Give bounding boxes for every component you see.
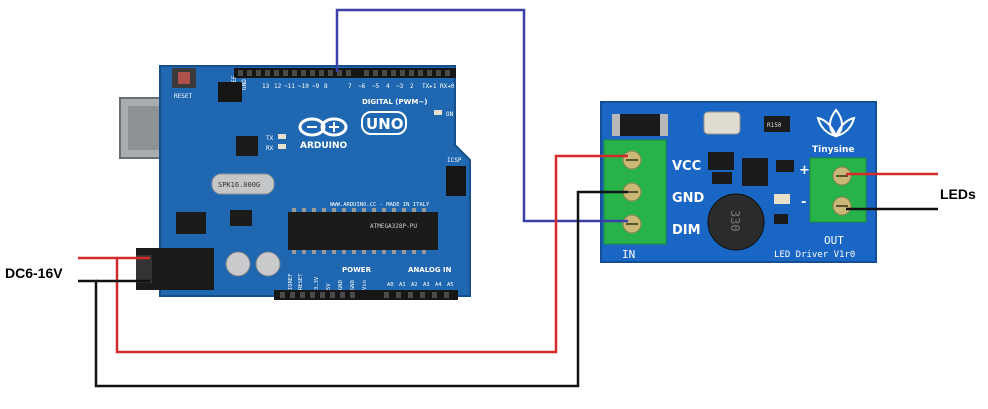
rx-label: RX [266,145,274,152]
dim-label: DIM [672,223,701,238]
url-label: WWW.ARDUINO.CC - MADE IN ITALY [330,202,430,208]
atmega-chip [288,212,438,250]
inductor [707,193,765,251]
power-analog-header [274,290,458,300]
plus-label: + [799,163,810,178]
crystal [211,173,275,195]
svg-text:~3: ~3 [396,83,404,90]
power-input-label: DC6-16V [5,265,63,281]
wire-dim-signal [335,8,628,223]
tinysine-logo [816,108,856,138]
arduino-brand: ARDUINO [300,141,348,151]
capacitor-2 [255,251,281,277]
svg-text:A3: A3 [423,282,430,288]
svg-text:RX◂0: RX◂0 [440,83,455,90]
digital-header [234,68,456,78]
driver-name: LED Driver V1r0 [774,250,855,260]
svg-text:Vin: Vin [362,280,368,290]
digital-label: DIGITAL (PWM~) [362,98,427,106]
capacitor-1 [225,251,251,277]
svg-text:TX▸1: TX▸1 [422,83,437,90]
on-label: ON [446,111,454,118]
power-pin-labels: IOREF RESET 3.3V 5V GND GND Vin A0 A1 A2… [288,273,454,290]
svg-text:13: 13 [262,83,270,90]
output-terminal-block [809,157,867,223]
svg-text:8: 8 [324,83,328,90]
tx-label: TX [266,135,274,142]
svg-text:4: 4 [386,83,390,90]
svg-text:A0: A0 [387,282,394,288]
svg-text:~5: ~5 [372,83,380,90]
out-label: OUT [824,234,844,247]
svg-text:~6: ~6 [358,83,366,90]
arduino-uno-board: RESET AREF GND 13 12 ~11 ~10 ~9 8 7 ~6 ~… [119,65,471,300]
uno-label: UNO [366,115,404,133]
diode [612,114,668,136]
svg-text:RESET: RESET [298,273,304,290]
svg-text:~11: ~11 [284,83,295,90]
svg-text:5V: 5V [326,283,332,290]
arduino-logo [298,117,348,137]
svg-text:A1: A1 [399,282,406,288]
vcc-label: VCC [672,159,701,174]
resistor-label: R150 [767,122,782,129]
wire-power-ground [78,190,628,388]
svg-text:3.3V: 3.3V [314,276,320,290]
svg-text:GND: GND [241,79,248,90]
svg-text:7: 7 [348,83,352,90]
analog-label: ANALOG IN [408,266,452,274]
reset-label: RESET [174,93,192,100]
usb-chip [236,136,258,156]
wire-power-positive [78,154,628,354]
icsp-label: ICSP [447,157,462,164]
leds-label: LEDs [940,186,976,202]
gnd-label: GND [672,191,705,206]
svg-text:GND: GND [350,280,356,290]
svg-text:12: 12 [274,83,282,90]
inductor-label: 330 [728,210,742,232]
led-driver-board: R150 Tinysine VCC GND DIM IN 330 [600,101,877,263]
svg-text:A2: A2 [411,282,418,288]
svg-text:GND: GND [338,280,344,290]
wires [78,8,938,388]
power-label: POWER [342,266,372,274]
crystal-label: SPK16.000G [218,181,260,189]
minus-label: - [801,195,806,210]
in-label: IN [622,248,635,261]
chip-label: ATMEGA328P-PU [370,223,417,230]
svg-text:IOREF: IOREF [288,273,294,290]
digital-header-pins [238,70,450,76]
svg-text:2: 2 [410,83,414,90]
driver-brand: Tinysine [812,145,854,155]
svg-text:A5: A5 [447,282,454,288]
svg-text:~10: ~10 [298,83,309,90]
icsp-header [446,166,466,196]
uno-badge [361,111,407,135]
svg-text:~9: ~9 [312,83,320,90]
svg-text:A4: A4 [435,282,442,288]
